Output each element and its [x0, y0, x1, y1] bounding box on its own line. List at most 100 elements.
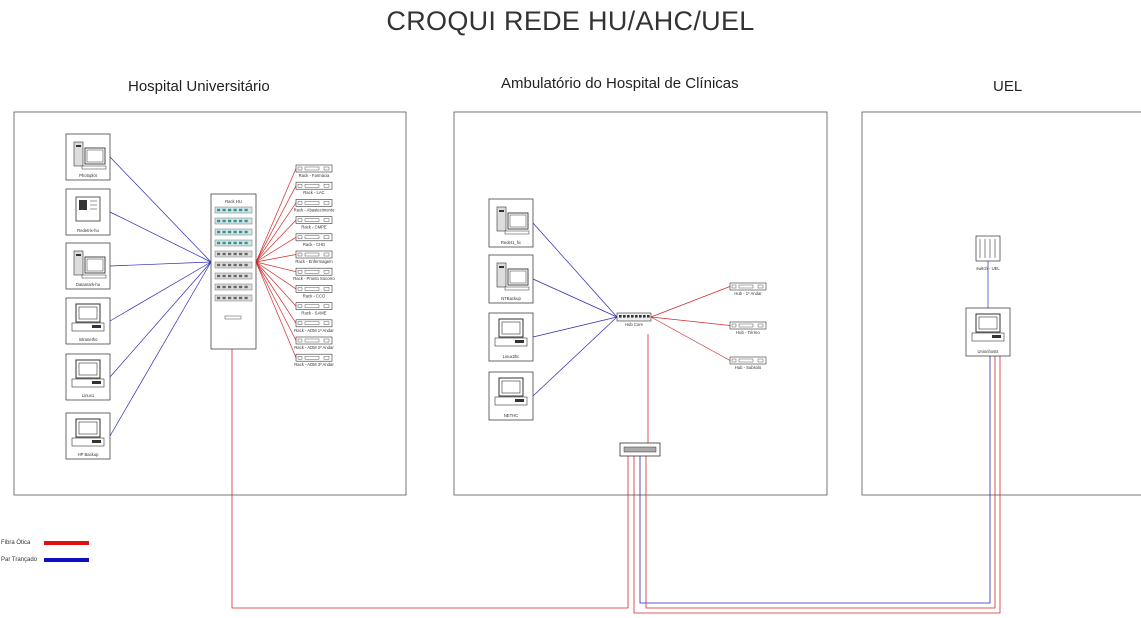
- ahc-remote-hub-hub-1-andar[interactable]: Hub - 1º Andar: [729, 282, 767, 296]
- hu-remote-rack-rack-adm-2-andar[interactable]: Rack - ADM 2º Andar: [294, 336, 334, 350]
- rack-port-icon: [217, 252, 221, 256]
- hu-computer-intranetho[interactable]: Intranetho: [65, 297, 111, 345]
- port-icon: [297, 166, 303, 171]
- port-icon: [297, 235, 303, 240]
- monitor-icon: [75, 359, 101, 379]
- hu-computer-hp-backup[interactable]: HP Backup: [65, 412, 111, 460]
- rack-port-icon: [222, 230, 226, 234]
- device-label: Hub - 1º Andar: [734, 291, 762, 296]
- monitor-icon: [84, 147, 106, 165]
- rack-port-icon: [222, 263, 226, 267]
- switch-icon: [975, 235, 1001, 262]
- twisted-pair-link: [532, 222, 618, 318]
- hu-remote-rack-rack-cmpe[interactable]: Rack - CMPE: [295, 216, 333, 230]
- desktop-case-icon: [71, 437, 105, 447]
- computer-label: Unionhosts: [978, 349, 999, 354]
- rack-port-icon: [228, 274, 232, 278]
- hu-computer-redetrix-hu[interactable]: Redetrix-hu: [65, 188, 111, 236]
- rack-port-icon: [233, 274, 237, 278]
- drive-bay-icon: [515, 399, 524, 402]
- rack-port-icon: [222, 241, 226, 245]
- hub-port-icon: [647, 315, 650, 318]
- port-icon: [297, 338, 303, 343]
- computer-label: NTBackup: [501, 296, 521, 301]
- fiber-link: [255, 261, 297, 358]
- hu-remote-rack-rack-enfermagem[interactable]: Rack - Enfermagem: [295, 250, 333, 264]
- legend-swatch-twisted-pair: [44, 558, 89, 562]
- hub-port-icon: [627, 315, 630, 318]
- monitor-icon: [507, 212, 529, 230]
- uel-computer-unionhosts[interactable]: Unionhosts: [965, 307, 1011, 357]
- ahc-computer-linux2hc[interactable]: Linux2hc: [488, 312, 534, 362]
- computer-label: Redetrix-hu: [77, 228, 99, 233]
- device-label: Rack - Farmácia: [299, 173, 330, 178]
- fiber-run-patch-to-uel-2: [645, 356, 996, 609]
- drive-bay-icon: [76, 254, 81, 256]
- hu-remote-rack-rack-adm-3-andar[interactable]: Rack - ADM 3º Andar: [294, 353, 334, 367]
- drive-bay-icon: [92, 381, 101, 384]
- hu-remote-rack-rack-abastecimento[interactable]: Rack - Abastecimento: [294, 199, 335, 212]
- rack-cabinet: [210, 193, 257, 350]
- tower-case-icon: [496, 262, 507, 288]
- rack-port-icon: [239, 296, 243, 300]
- port-icon: [297, 287, 303, 291]
- device-label: Rack - LAC: [303, 190, 324, 195]
- port-block-icon: [738, 323, 754, 328]
- hu-remote-rack-rack-lac[interactable]: Rack - LAC: [295, 181, 333, 195]
- hu-remote-rack-rack-chd[interactable]: Rack - CHD: [295, 233, 333, 247]
- uel-switch[interactable]: switch - UEL: [975, 235, 1001, 271]
- hu-computer-linux1[interactable]: Linux1: [65, 353, 111, 401]
- drive-bay-icon: [515, 340, 524, 343]
- ahc-computer-redet1-hc[interactable]: Redet1_hc: [488, 198, 534, 248]
- port-icon: [297, 252, 303, 257]
- rack-port-icon: [233, 241, 237, 245]
- fiber-patch-panel[interactable]: [619, 442, 661, 457]
- hu-remote-rack-rack-pronto-socorro[interactable]: Rack - Pronto Socorro: [293, 267, 335, 281]
- rack-port-icon: [244, 219, 248, 223]
- ahc-computer-nethc[interactable]: NETHC: [488, 371, 534, 421]
- rack-port-icon: [222, 219, 226, 223]
- hu-remote-rack-rack-farmacia[interactable]: Rack - Farmácia: [295, 164, 333, 178]
- device-label: Rack - ADM 3º Andar: [294, 362, 334, 367]
- computer-label: Linux2hc: [503, 354, 520, 359]
- hu-remote-rack-rack-same[interactable]: Rack - SAME: [295, 302, 333, 316]
- port-icon: [731, 284, 737, 289]
- twisted-pair-link: [532, 316, 618, 397]
- hu-remote-rack-rack-cco[interactable]: Rack - CCO: [295, 285, 333, 298]
- hu-computer-photoplot[interactable]: Photoplot: [65, 133, 111, 181]
- patch-panel-slot-icon: [623, 446, 657, 453]
- device-chassis: [295, 336, 333, 345]
- port-block-icon: [304, 183, 320, 188]
- port-icon: [323, 235, 330, 240]
- ahc-remote-hub-hub-subsolo[interactable]: Hub - Subsolo: [729, 356, 767, 370]
- rack-port-icon: [228, 252, 232, 256]
- hu-remote-rack-rack-adm-1-andar[interactable]: Rack - ADM 1º Andar: [294, 319, 334, 333]
- hub-port-icon: [635, 315, 638, 318]
- device-chassis: [295, 199, 333, 207]
- drive-bay-icon: [92, 440, 101, 443]
- port-icon: [757, 323, 764, 328]
- device-chassis: [295, 353, 333, 362]
- hu-computer-datamark-hu[interactable]: Datamark-hu: [65, 242, 111, 290]
- device-label: Rack - ADM 2º Andar: [294, 345, 334, 350]
- fiber-run-hu-to-patch: [231, 349, 629, 609]
- rack-port-icon: [244, 252, 248, 256]
- hub-port-icon: [643, 315, 646, 318]
- rack-port-icon: [244, 230, 248, 234]
- ahc-remote-hub-hub-terreo[interactable]: Hub - Térreo: [729, 321, 767, 335]
- port-block-icon: [304, 287, 320, 291]
- port-icon: [297, 201, 303, 205]
- port-block-icon: [304, 270, 320, 274]
- hub-port-icon: [631, 315, 634, 318]
- fiber-link: [255, 185, 297, 263]
- fiber-link: [255, 261, 297, 273]
- devices-layer: PhotoplotRedetrix-huDatamark-huIntraneth…: [65, 133, 1011, 460]
- section-label-ahc: Ambulatório do Hospital de Clínicas: [501, 75, 739, 92]
- port-icon: [731, 323, 737, 328]
- hu-main-rack[interactable]: Rack HU: [210, 193, 257, 350]
- ahc-core-hub[interactable]: Hub Core: [616, 312, 652, 327]
- port-icon: [757, 358, 764, 363]
- ahc-computer-ntbackup[interactable]: NTBackup: [488, 254, 534, 304]
- fiber-link: [255, 261, 297, 341]
- rack-port-icon: [233, 230, 237, 234]
